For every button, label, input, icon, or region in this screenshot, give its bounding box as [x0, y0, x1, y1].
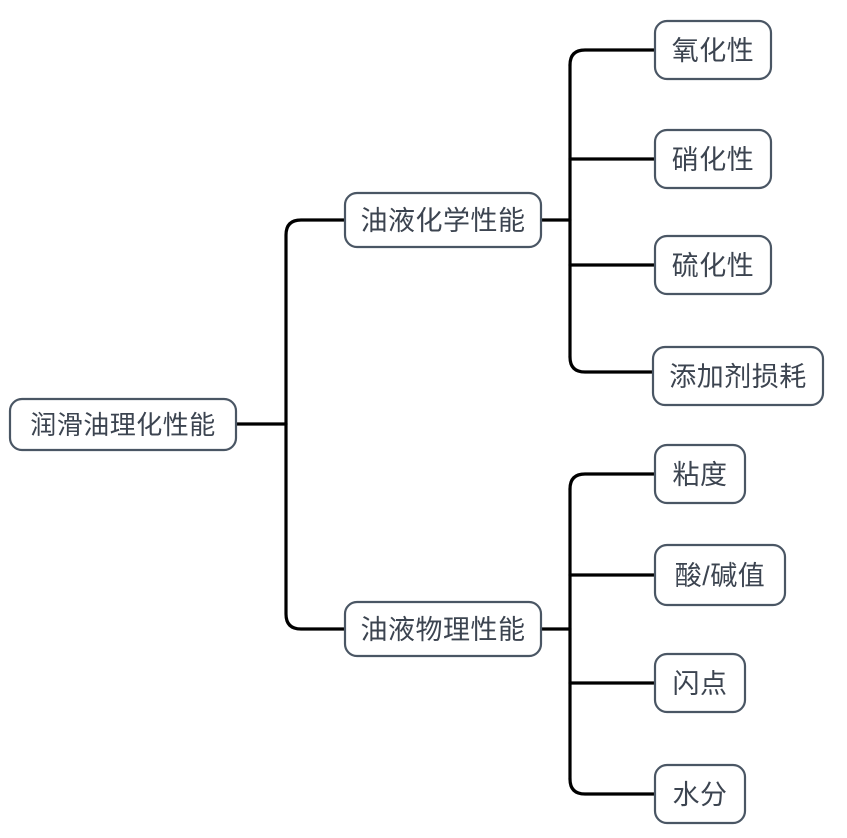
node-leaf-viscosity-box[interactable] — [653, 443, 747, 505]
node-leaf-acid-base-box[interactable] — [653, 543, 787, 607]
node-leaf-nitration[interactable]: 硝化性 — [653, 128, 773, 190]
node-leaf-viscosity-label: 粘度 — [673, 460, 728, 490]
node-branch-chemical-label: 油液化学性能 — [361, 206, 526, 236]
node-branch-chemical-box[interactable] — [343, 191, 543, 249]
node-branch-chemical[interactable]: 油液化学性能 — [343, 191, 543, 249]
node-leaf-moisture-box[interactable] — [653, 763, 747, 825]
node-leaf-oxidation-label: 氧化性 — [672, 36, 755, 66]
node-branch-physical[interactable]: 油液物理性能 — [343, 600, 543, 658]
node-leaf-flash-point[interactable]: 闪点 — [653, 652, 747, 714]
connector-chemical-to-oxidation — [568, 48, 657, 67]
node-leaf-oxidation-box[interactable] — [653, 19, 773, 81]
node-leaf-sulfation-label: 硫化性 — [672, 251, 755, 281]
node-leaf-viscosity[interactable]: 粘度 — [653, 443, 747, 505]
connector-chemical-to-additive-loss — [568, 355, 655, 374]
node-leaf-acid-base-label: 酸/碱值 — [675, 561, 766, 591]
node-leaf-sulfation[interactable]: 硫化性 — [653, 234, 773, 296]
connector-group-chemical — [539, 48, 657, 374]
connector-group-physical — [539, 472, 657, 796]
node-leaf-additive-loss[interactable]: 添加剂损耗 — [651, 345, 825, 407]
node-leaf-moisture-label: 水分 — [673, 780, 728, 810]
node-root[interactable]: 润滑油理化性能 — [8, 397, 238, 452]
node-leaf-flash-point-box[interactable] — [653, 652, 747, 714]
connector-root-to-physical — [284, 422, 347, 631]
node-root-label: 润滑油理化性能 — [30, 410, 216, 440]
node-leaf-flash-point-label: 闪点 — [673, 669, 728, 699]
node-leaf-nitration-label: 硝化性 — [672, 145, 755, 175]
node-leaf-additive-loss-box[interactable] — [651, 345, 825, 407]
node-branch-physical-box[interactable] — [343, 600, 543, 658]
node-leaf-nitration-box[interactable] — [653, 128, 773, 190]
node-branch-physical-label: 油液物理性能 — [361, 615, 526, 645]
connector-root-to-chemical — [284, 218, 347, 426]
node-leaf-moisture[interactable]: 水分 — [653, 763, 747, 825]
node-leaf-acid-base[interactable]: 酸/碱值 — [653, 543, 787, 607]
node-root-box[interactable] — [8, 397, 238, 452]
connector-physical-to-moisture — [568, 777, 657, 796]
node-leaf-oxidation[interactable]: 氧化性 — [653, 19, 773, 81]
node-leaf-additive-loss-label: 添加剂损耗 — [669, 362, 807, 392]
connector-physical-to-viscosity — [568, 472, 657, 491]
node-leaf-sulfation-box[interactable] — [653, 234, 773, 296]
connector-group-root — [234, 218, 347, 631]
